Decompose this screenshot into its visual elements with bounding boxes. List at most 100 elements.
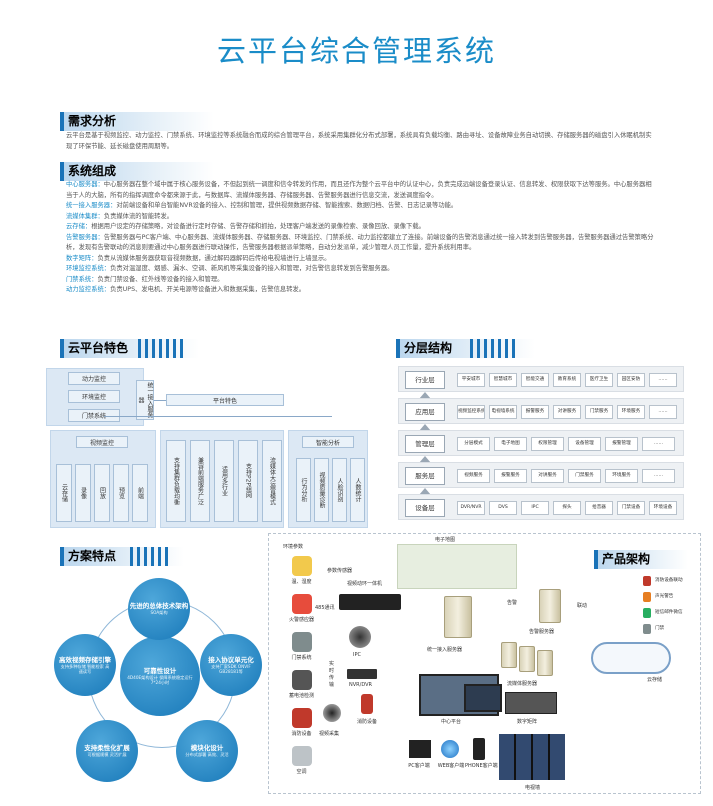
system-item: 动力监控系统：负责UPS、发电机、开关电源等设备进入和数据采集，告警信息转发。 [66, 286, 306, 293]
layer-cell: 环境服务 [605, 469, 638, 483]
layer-cell: DVR/NVR [457, 501, 485, 515]
solution-node: 支持柔性化扩展可根据规模 灵活扩展 [76, 720, 138, 782]
layer-row: 设备层 DVR/NVR DVS IPC 探头拾音器门禁设备环境设备 [398, 494, 684, 520]
feature-middle-item: 流媒体大运营模式 [262, 440, 282, 522]
feature-door: 门禁系统 [68, 409, 120, 422]
feature-smart-item: 视频质量诊断 [314, 458, 329, 522]
demand-heading: 需求分析 [60, 112, 214, 131]
layer-cell: …… [642, 437, 675, 451]
feature-video-item: 云存储 [56, 464, 72, 522]
system-item: 统一接入服务器：对前端设备和单台智能NVR设备的接入、控制和管理，提供视频数据存… [66, 202, 458, 209]
layer-cell: …… [649, 373, 677, 387]
layer-cell: 对讲服务 [553, 405, 581, 419]
layer-cell: …… [642, 469, 675, 483]
layer-label: 设备层 [405, 499, 445, 517]
env-item: 门禁系统 [280, 632, 323, 661]
feature-smart: 智能分析 [302, 436, 354, 448]
system-heading: 系统组成 [60, 162, 214, 181]
layer-label: 服务层 [405, 467, 445, 485]
solution-node: 模块化设计分布式部署 高效、灵活 [176, 720, 238, 782]
system-item: 数字矩阵：负责从流媒体服务器获取音视频数据，通过解码器解码后传给电视墙进行上墙显… [66, 254, 331, 262]
layers-heading: 分层结构 [396, 339, 535, 358]
feature-video-item: 预览 [113, 464, 129, 522]
layer-cell: 分层模式 [457, 437, 490, 451]
layer-cell: 对讲服务 [531, 469, 564, 483]
system-item: 环境监控系统：负责对温湿度、烟感、漏水、空调、新风机等采集设备的接入和管理，对告… [66, 265, 394, 272]
feature-smart-item: 行为分析 [296, 458, 311, 522]
system-item: 云存储：根据用户设定的存储策略，对设备进行定时存储、告警存储和抓拍，处理客户端发… [66, 223, 425, 230]
layer-cell: 智能交通 [521, 373, 549, 387]
feature-access-server: 统一接入服务器 [136, 380, 154, 420]
layer-cell: 环境设备 [649, 501, 677, 515]
layer-cell: 医疗卫生 [585, 373, 613, 387]
product-heading: 产品架构 [594, 550, 688, 569]
feature-env: 环境监控 [68, 390, 120, 403]
features-heading: 云平台特色 [60, 339, 199, 358]
env-item: 温、湿度 [280, 556, 323, 585]
system-item: 流媒体集群：负责媒体流的智能转发。 [66, 212, 174, 220]
layer-cell: DVS [489, 501, 517, 515]
layer-cell: 智慧城市 [489, 373, 517, 387]
layer-cell: 报警管理 [605, 437, 638, 451]
layer-cell: 环境服务 [617, 405, 645, 419]
layer-cell: 平安城市 [457, 373, 485, 387]
layer-label: 管理层 [405, 435, 445, 453]
solution-node: 接入协议单元化支持厂家SDK ONVIF GB28181等 [200, 634, 262, 696]
layer-cell: 报警服务 [521, 405, 549, 419]
feature-middle-item: 支持P2P组网 [238, 440, 258, 522]
layer-label: 行业层 [405, 371, 445, 389]
product-architecture: 产品架构 环境参数 温、湿度火警感应器门禁系统蓄电池检测消防设备空调 参数传感器… [268, 533, 701, 794]
layer-cell: 门禁服务 [585, 405, 613, 419]
layer-cell: 设备管理 [568, 437, 601, 451]
feature-video: 视频监控 [76, 436, 128, 448]
feature-top: 平台特色 [166, 394, 284, 406]
layer-row: 服务层视频服务报警服务对讲服务门禁服务环境服务 …… [398, 462, 684, 488]
feature-video-item: 回放 [94, 464, 110, 522]
features-diagram: 动力监控 环境监控 门禁系统 统一接入服务器 平台特色 视频监控 智能分析 云存… [46, 368, 368, 530]
feature-middle-item: 适用多行业 [214, 440, 234, 522]
layer-cell: 电子地图 [494, 437, 527, 451]
layer-cell: 报警服务 [494, 469, 527, 483]
feature-video-item: 录像 [75, 464, 91, 522]
layer-label: 应用层 [405, 403, 445, 421]
layer-row: 行业层平安城市智慧城市智能交通教育系统医疗卫生园区安防 …… [398, 366, 684, 392]
layer-cell: 权限管理 [531, 437, 564, 451]
feature-video-item: 前端 [132, 464, 148, 522]
layer-cell: 视频监控系统 [457, 405, 485, 419]
feature-smart-item: 人脸识别 [332, 458, 347, 522]
solution-node: 高效视频存储引擎支持多种存储 智能检索 高速读写 [54, 634, 116, 696]
layer-cell: 电视墙系统 [489, 405, 517, 419]
feature-middle-item: 支持集群负载均衡 [166, 440, 186, 522]
solution-center: 可靠性设计 4D40E架构设计 保障系统稳定运行7*24小时 [120, 636, 200, 716]
solution-heading: 方案特点 [60, 547, 184, 566]
env-item: 火警感应器 [280, 594, 323, 623]
feature-power: 动力监控 [68, 372, 120, 385]
system-text: 中心服务器：中心服务器在整个域中属于核心服务设备，不但起到统一调度和信令转发的作… [66, 180, 656, 296]
layer-cell: 拾音器 [585, 501, 613, 515]
layer-cell: 园区安防 [617, 373, 645, 387]
demand-text: 云平台是基于视频监控、动力监控、门禁系统、环境监控等系统融合而成的综合管理平台，… [66, 132, 652, 150]
layer-cell: 探头 [553, 501, 581, 515]
output-item: 消防设备联动 [655, 578, 683, 583]
env-item: 蓄电池检测 [280, 670, 323, 699]
layer-cell: …… [649, 405, 677, 419]
layer-cell: IPC [521, 501, 549, 515]
output-item: 声光警告 [655, 594, 674, 599]
layer-row: 管理层分层模式电子地图权限管理设备管理报警管理 …… [398, 430, 684, 456]
feature-middle-item: 兼容前端服务广泛 [190, 440, 210, 522]
system-item: 告警服务器：告警服务器与PC客户端、中心服务器、流媒体服务器、存储服务器、环境监… [66, 233, 654, 252]
feature-smart-item: 人数统计 [350, 458, 365, 522]
system-item: 中心服务器：中心服务器在整个域中属于核心服务设备，不但起到统一调度和信令转发的作… [66, 181, 652, 199]
layer-cell: 门禁服务 [568, 469, 601, 483]
output-item: 门禁 [655, 626, 665, 631]
layer-cell: 教育系统 [553, 373, 581, 387]
page-title: 云平台综合管理系统 [216, 34, 496, 68]
layer-row: 应用层视频监控系统电视墙系统报警服务对讲服务门禁服务环境服务 …… [398, 398, 684, 424]
system-item: 门禁系统：负责门禁设备、红外线等设备的接入和管理。 [66, 275, 224, 283]
layer-cell: 门禁设备 [617, 501, 645, 515]
layer-cell: 视频服务 [457, 469, 490, 483]
env-item: 消防设备 [280, 708, 323, 737]
output-item: 短信邮件微信 [655, 610, 683, 615]
env-item: 空调 [280, 746, 323, 775]
